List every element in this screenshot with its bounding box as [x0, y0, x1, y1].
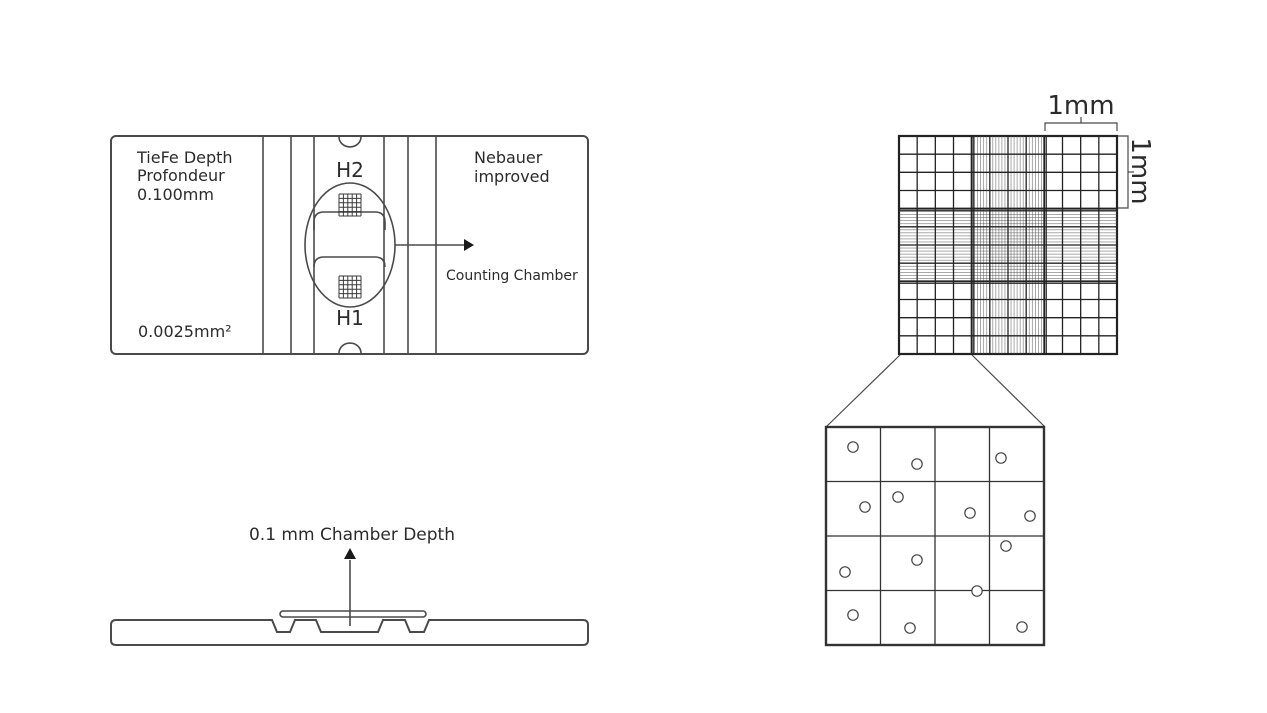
slide-notch-bottom: [338, 342, 362, 354]
coverslip: [279, 610, 427, 618]
area-label: 0.0025mm²: [138, 322, 232, 341]
cell-circle: [892, 491, 904, 503]
chamber-label-top: H2: [336, 158, 364, 182]
cell-circle: [1000, 540, 1012, 552]
cell-circle: [964, 507, 976, 519]
zoom-lines: [825, 354, 1046, 428]
depth-label-line3: 0.100mm: [137, 185, 214, 204]
brand-label-line2: improved: [474, 167, 550, 186]
cell-circle: [839, 566, 851, 578]
counting-chamber-arrow-head: [464, 239, 474, 251]
slide-side-view: [110, 560, 589, 646]
depth-label-line2: Profondeur: [137, 166, 225, 185]
zoom-line-left: [825, 354, 901, 428]
chamber-depth-label: 0.1 mm Chamber Depth: [249, 525, 455, 545]
counting-grid: [897, 134, 1119, 356]
cell-circle: [971, 585, 983, 597]
slide-notch-top: [338, 136, 362, 148]
brand-label-line1: Nebauer: [474, 148, 543, 167]
counting-chamber-ellipse: [304, 182, 396, 308]
chamber-platform-lower-edge: [313, 256, 386, 268]
height-label: 1mm: [1125, 137, 1155, 204]
chamber-depth-arrow-head: [344, 548, 356, 559]
magnified-square: [824, 425, 1046, 647]
width-bracket: [1044, 122, 1118, 131]
chamber-label-bottom: H1: [336, 306, 364, 330]
counting-chamber-label: Counting Chamber: [446, 268, 578, 284]
depth-label-line1: TieFe Depth: [136, 148, 233, 167]
cell-circle: [1024, 510, 1036, 522]
width-label: 1mm: [1047, 91, 1114, 121]
chamber-platform-upper: [313, 211, 386, 230]
dimension-brackets: [1044, 117, 1134, 209]
cell-circle: [911, 554, 923, 566]
mini-grid-lower: [338, 275, 362, 299]
chamber-platform-lower: [314, 258, 385, 268]
cell-circle: [995, 452, 1007, 464]
cell-circle: [859, 501, 871, 513]
zoom-line-right: [971, 354, 1046, 428]
slide-side-profile: [110, 619, 589, 646]
cell-circle: [911, 458, 923, 470]
cell-circle: [847, 441, 859, 453]
mini-grid-upper: [338, 193, 362, 217]
slide-outline: [110, 135, 589, 355]
cell-circle: [847, 609, 859, 621]
cell-circle: [1016, 621, 1028, 633]
cell-circle: [904, 622, 916, 634]
